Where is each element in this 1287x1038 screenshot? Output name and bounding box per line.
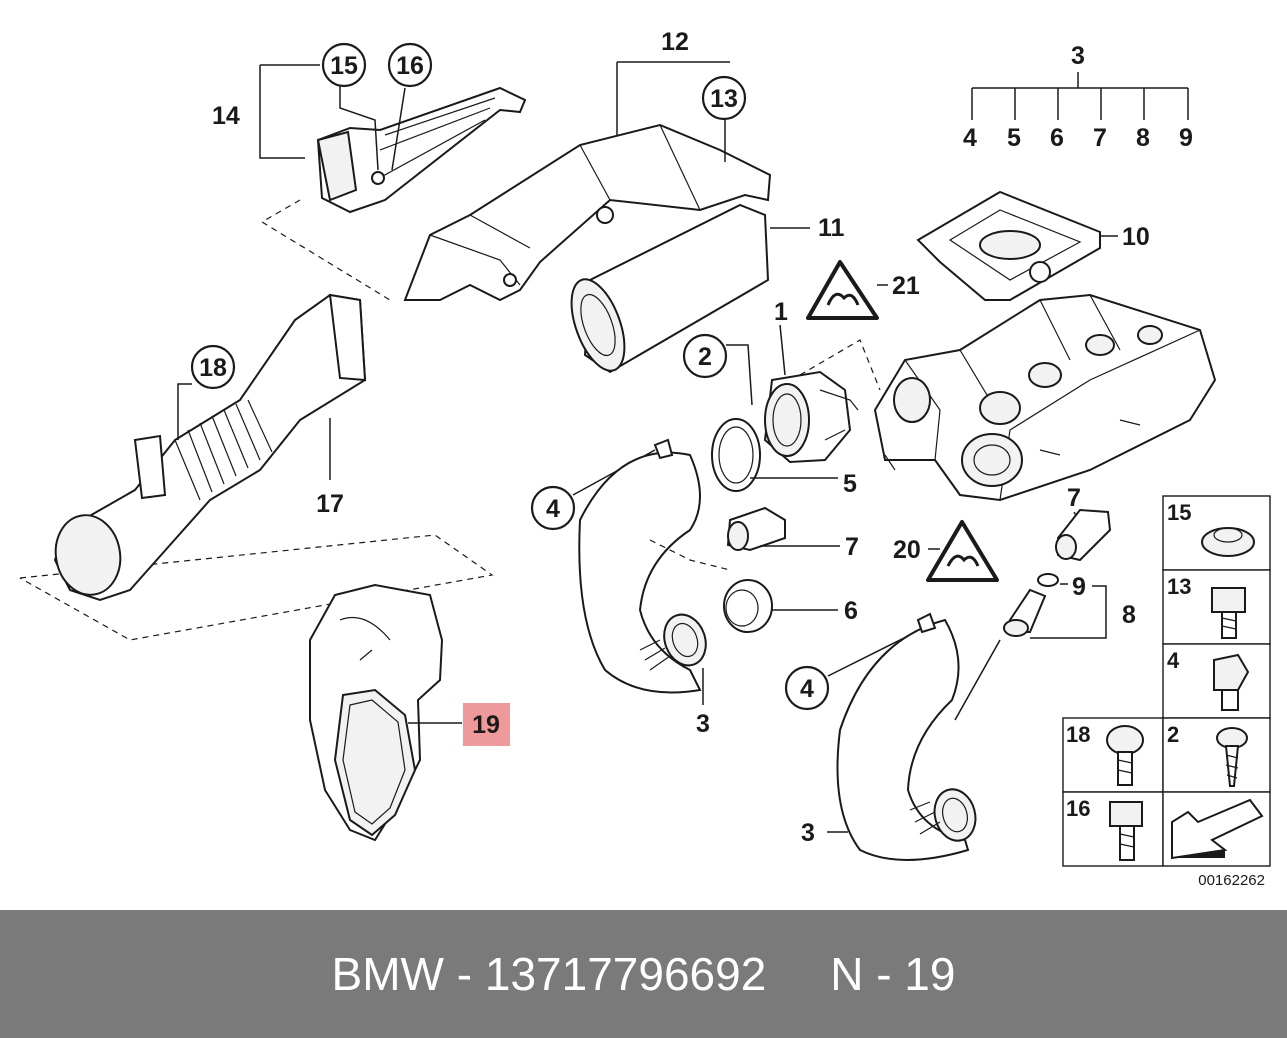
callout-13: 13 (710, 85, 738, 113)
callout-7-b: 7 (1067, 484, 1081, 512)
callout-11: 11 (818, 214, 845, 242)
callout-9: 9 (1072, 573, 1086, 601)
part-3-hose-left (578, 438, 707, 694)
callout-21: 21 (892, 272, 920, 300)
part-8-connector (1003, 588, 1047, 637)
legend-4: 4 (1167, 648, 1180, 673)
callout-8: 8 (1122, 601, 1136, 629)
legend-18: 18 (1066, 722, 1090, 747)
callout-row-7: 7 (1093, 124, 1107, 152)
part-9-oring (1037, 573, 1059, 587)
part-11-filter-element (570, 203, 770, 374)
screw-icon-16 (1109, 801, 1143, 861)
highlight-19 (463, 703, 510, 746)
callout-15: 15 (330, 52, 358, 80)
screw-icon-18 (1106, 725, 1144, 786)
bolt-icon-4 (1213, 653, 1250, 711)
self-tapping-screw-icon-2 (1216, 727, 1248, 787)
callout-18: 18 (199, 354, 227, 382)
callout-row-5: 5 (1007, 124, 1021, 152)
part-7-bellow-right (1055, 508, 1112, 562)
warning-triangle-20 (926, 520, 999, 582)
part-5-gasket (711, 418, 761, 492)
part-10-cover (916, 190, 1101, 301)
callout-7: 7 (845, 533, 859, 561)
part-6-ring (723, 579, 773, 633)
footer-part-number: 13717796692 (484, 948, 767, 1000)
arrow-icon (1171, 798, 1264, 860)
callout-3-bot: 3 (801, 819, 815, 847)
part-12-filter-housing (403, 123, 772, 302)
legend-16: 16 (1066, 796, 1090, 821)
callout-row-6: 6 (1050, 124, 1064, 152)
callout-4-top: 4 (546, 495, 560, 523)
callout-12: 12 (661, 28, 689, 56)
legend-2: 2 (1167, 722, 1179, 747)
part-17-intake-boot (53, 293, 367, 602)
callout-row-4: 4 (963, 124, 977, 152)
footer-position-label: N - 19 (830, 948, 956, 1000)
part-7-bellow (726, 506, 786, 552)
callout-20: 20 (893, 536, 921, 564)
legend-13: 13 (1167, 574, 1191, 599)
engine-valve-cover (873, 293, 1217, 502)
parts-diagram: 15 16 14 12 13 11 21 3 4 5 6 7 8 9 (19, 28, 1271, 889)
callout-3-mid: 3 (696, 710, 710, 738)
callout-2: 2 (698, 343, 712, 371)
callout-10: 10 (1122, 223, 1150, 251)
screw-icon-13 (1211, 587, 1246, 639)
fastener-legend: 15 13 4 18 2 16 (1062, 495, 1271, 867)
callout-3-top: 3 (1071, 42, 1085, 70)
footer-text: BMW - 13717796692 N - 19 (0, 910, 1287, 1038)
callout-6: 6 (844, 597, 858, 625)
image-number: 00162262 (1198, 872, 1265, 889)
part-1-maf-sensor (763, 370, 859, 464)
callout-4-bot: 4 (800, 675, 814, 703)
callout-17: 17 (316, 490, 344, 518)
callout-row-8: 8 (1136, 124, 1150, 152)
legend-15: 15 (1167, 500, 1191, 525)
part-3-hose-right (836, 612, 977, 861)
callout-5: 5 (843, 470, 857, 498)
footer-brand: BMW (331, 948, 444, 1000)
part-19-intake-duct (309, 583, 444, 842)
grommet-icon (1201, 527, 1255, 557)
callout-row-9: 9 (1179, 124, 1193, 152)
warning-triangle-21 (806, 260, 879, 320)
callout-19: 19 (472, 711, 500, 739)
callout-1: 1 (774, 298, 788, 326)
footer-bar: BMW - 13717796692 N - 19 (0, 910, 1287, 1038)
callout-16: 16 (396, 52, 424, 80)
callout-14: 14 (212, 102, 240, 130)
diagram-canvas: 15 16 14 12 13 11 21 3 4 5 6 7 8 9 (19, 28, 1271, 889)
part-14-intake-snorkel (316, 86, 527, 214)
footer-separator: - (456, 948, 473, 1000)
